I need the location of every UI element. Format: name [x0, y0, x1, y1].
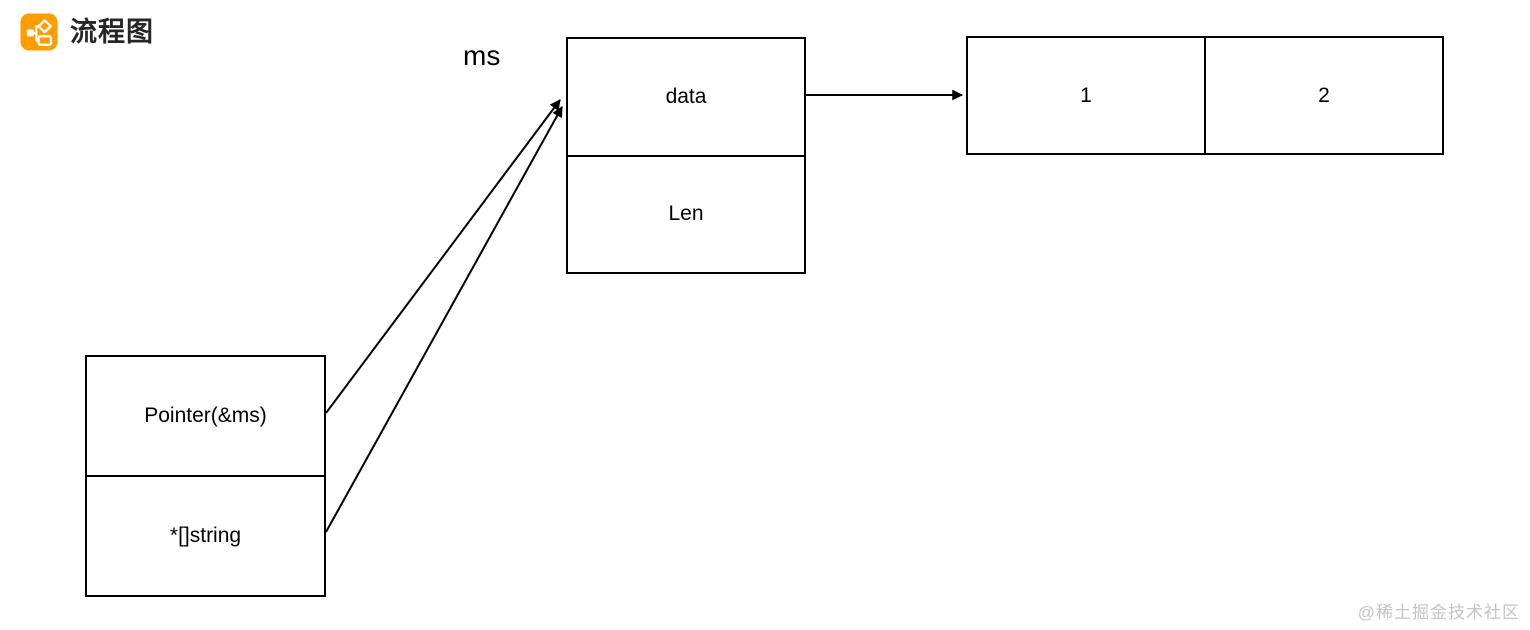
- connector-pointer-to-ms: [325, 99, 561, 414]
- node-pointer: Pointer(&ms) *[]string: [85, 355, 326, 597]
- cell-data: data: [665, 84, 707, 108]
- node-array: 1 2: [966, 36, 1444, 155]
- cell-pointer-ms: Pointer(&ms): [144, 404, 267, 427]
- header: 流程图: [20, 13, 154, 51]
- flowchart-icon: [20, 13, 58, 51]
- watermark: @稀土掘金技术社区: [1357, 603, 1520, 622]
- page-title: 流程图: [70, 17, 154, 47]
- ms-box-label: ms: [463, 40, 501, 71]
- cell-array-1: 1: [1080, 83, 1092, 107]
- cell-string-slice: *[]string: [87, 475, 324, 595]
- connector-string-to-ms: [325, 106, 563, 533]
- node-ms-struct: data Len: [566, 37, 806, 274]
- cell-array-2: 2: [1204, 38, 1442, 153]
- cell-len: Len: [568, 154, 804, 273]
